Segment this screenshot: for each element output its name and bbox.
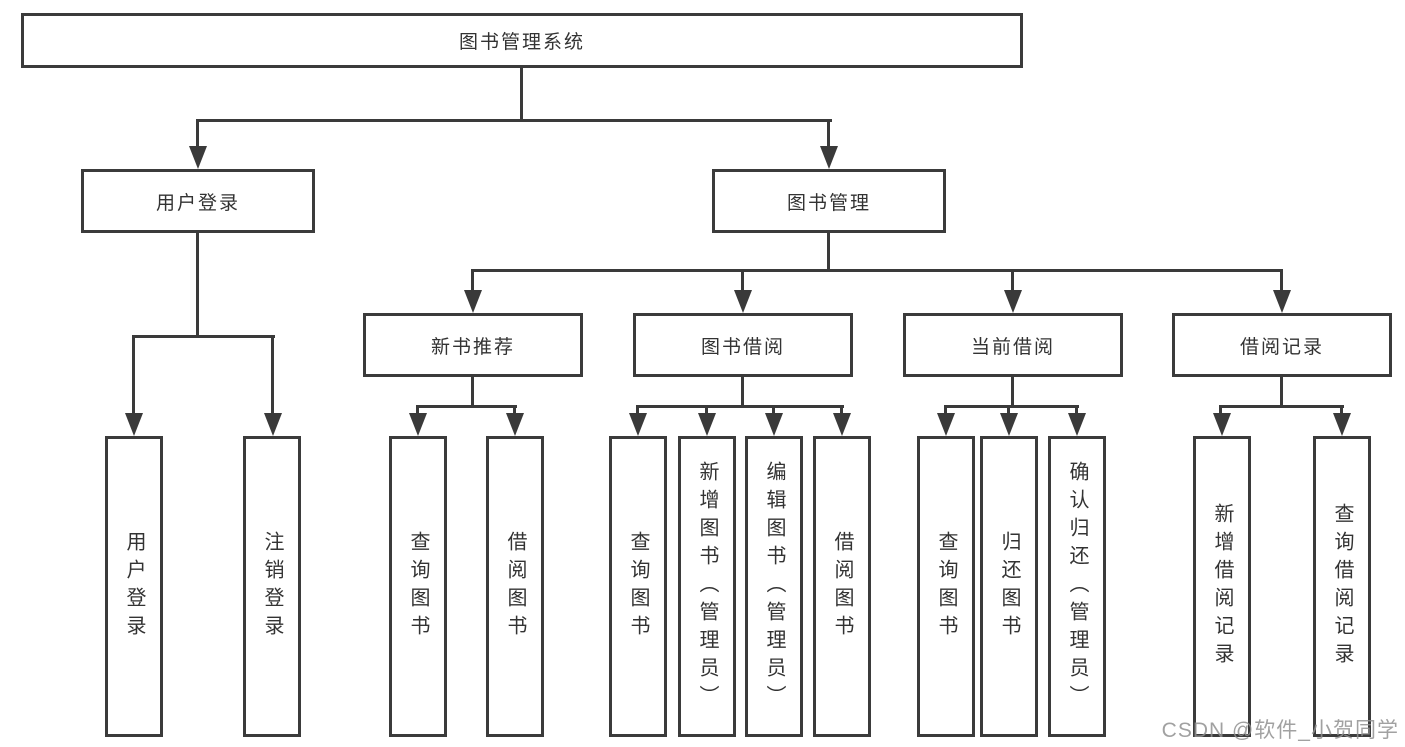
connector-line (271, 335, 274, 415)
leaf-borrow-books-recommend: 借阅图书 (486, 436, 544, 737)
node-root-label: 图书管理系统 (458, 32, 585, 53)
connector-line (520, 66, 523, 122)
connector-arrowhead (189, 146, 207, 169)
node-borrow-records: 借阅记录 (1172, 313, 1392, 377)
connector-line (1011, 269, 1014, 293)
connector-line (741, 269, 744, 293)
node-current-borrow-label: 当前借阅 (970, 336, 1055, 358)
connector-arrowhead (409, 413, 427, 436)
connector-line (416, 405, 419, 415)
connector-line (196, 119, 199, 149)
connector-arrowhead (765, 413, 783, 436)
leaf-confirm-return-admin-label: 确认归还（管理员） (1066, 460, 1088, 713)
connector-arrowhead (1333, 413, 1351, 436)
connector-line (1011, 377, 1014, 408)
connector-line (827, 233, 830, 272)
leaf-query-books-recommend-label: 查询图书 (407, 530, 429, 643)
leaf-edit-book-admin: 编辑图书（管理员） (745, 436, 803, 737)
node-new-book-recommend-label: 新书推荐 (430, 336, 515, 358)
connector-arrowhead (734, 290, 752, 313)
leaf-add-borrow-record: 新增借阅记录 (1193, 436, 1251, 737)
leaf-query-books-borrow-label: 查询图书 (627, 530, 649, 643)
leaf-query-books-borrow: 查询图书 (609, 436, 667, 737)
leaf-borrow-books: 借阅图书 (813, 436, 871, 737)
connector-line (471, 377, 474, 408)
connector-arrowhead (1273, 290, 1291, 313)
connector-line (1219, 405, 1222, 415)
leaf-query-borrow-record-label: 查询借阅记录 (1331, 502, 1353, 671)
connector-arrowhead (464, 290, 482, 313)
connector-line (1075, 405, 1078, 415)
connector-line (1280, 269, 1283, 293)
leaf-query-books-recommend: 查询图书 (389, 436, 447, 737)
node-user-login-label: 用户登录 (155, 192, 240, 214)
connector-arrowhead (937, 413, 955, 436)
leaf-borrow-books-recommend-label: 借阅图书 (504, 530, 526, 643)
connector-line (513, 405, 516, 415)
node-new-book-recommend: 新书推荐 (363, 313, 583, 377)
connector-line (132, 335, 135, 415)
connector-line (197, 119, 832, 122)
node-user-login: 用户登录 (81, 169, 315, 233)
connector-line (1340, 405, 1343, 415)
connector-line (471, 269, 474, 293)
leaf-edit-book-admin-label: 编辑图书（管理员） (763, 460, 785, 713)
node-book-management: 图书管理 (712, 169, 946, 233)
node-borrow-records-label: 借阅记录 (1239, 336, 1324, 358)
connector-line (471, 269, 1283, 272)
connector-line (1280, 377, 1283, 408)
connector-arrowhead (1068, 413, 1086, 436)
leaf-add-book-admin: 新增图书（管理员） (678, 436, 736, 737)
leaf-logout-label: 注销登录 (261, 530, 283, 643)
connector-line (827, 119, 830, 149)
leaf-return-book: 归还图书 (980, 436, 1038, 737)
node-book-borrow: 图书借阅 (633, 313, 853, 377)
leaf-confirm-return-admin: 确认归还（管理员） (1048, 436, 1106, 737)
connector-arrowhead (698, 413, 716, 436)
leaf-add-book-admin-label: 新增图书（管理员） (696, 460, 718, 713)
connector-arrowhead (125, 413, 143, 436)
connector-line (133, 335, 275, 338)
leaf-borrow-books-label: 借阅图书 (831, 530, 853, 643)
connector-arrowhead (1004, 290, 1022, 313)
connector-line (772, 405, 775, 415)
connector-line (637, 405, 844, 408)
connector-arrowhead (629, 413, 647, 436)
connector-arrowhead (820, 146, 838, 169)
leaf-user-login: 用户登录 (105, 436, 163, 737)
connector-line (1220, 405, 1344, 408)
connector-line (944, 405, 1079, 408)
leaf-user-login-label: 用户登录 (123, 530, 145, 643)
connector-line (196, 233, 199, 338)
connector-line (741, 377, 744, 408)
connector-arrowhead (264, 413, 282, 436)
connector-arrowhead (1000, 413, 1018, 436)
connector-arrowhead (833, 413, 851, 436)
leaf-query-borrow-record: 查询借阅记录 (1313, 436, 1371, 737)
node-root: 图书管理系统 (21, 13, 1023, 68)
connector-line (840, 405, 843, 415)
connector-line (705, 405, 708, 415)
node-book-management-label: 图书管理 (786, 192, 871, 214)
connector-line (636, 405, 639, 415)
leaf-query-books-current: 查询图书 (917, 436, 975, 737)
csdn-watermark: CSDN @软件_小贺同学 (1161, 719, 1399, 742)
connector-line (417, 405, 517, 408)
leaf-logout: 注销登录 (243, 436, 301, 737)
connector-arrowhead (506, 413, 524, 436)
leaf-return-book-label: 归还图书 (998, 530, 1020, 643)
leaf-query-books-current-label: 查询图书 (935, 530, 957, 643)
node-book-borrow-label: 图书借阅 (700, 336, 785, 358)
connector-arrowhead (1213, 413, 1231, 436)
connector-line (944, 405, 947, 415)
node-current-borrow: 当前借阅 (903, 313, 1123, 377)
leaf-add-borrow-record-label: 新增借阅记录 (1211, 502, 1233, 671)
connector-line (1007, 405, 1010, 415)
